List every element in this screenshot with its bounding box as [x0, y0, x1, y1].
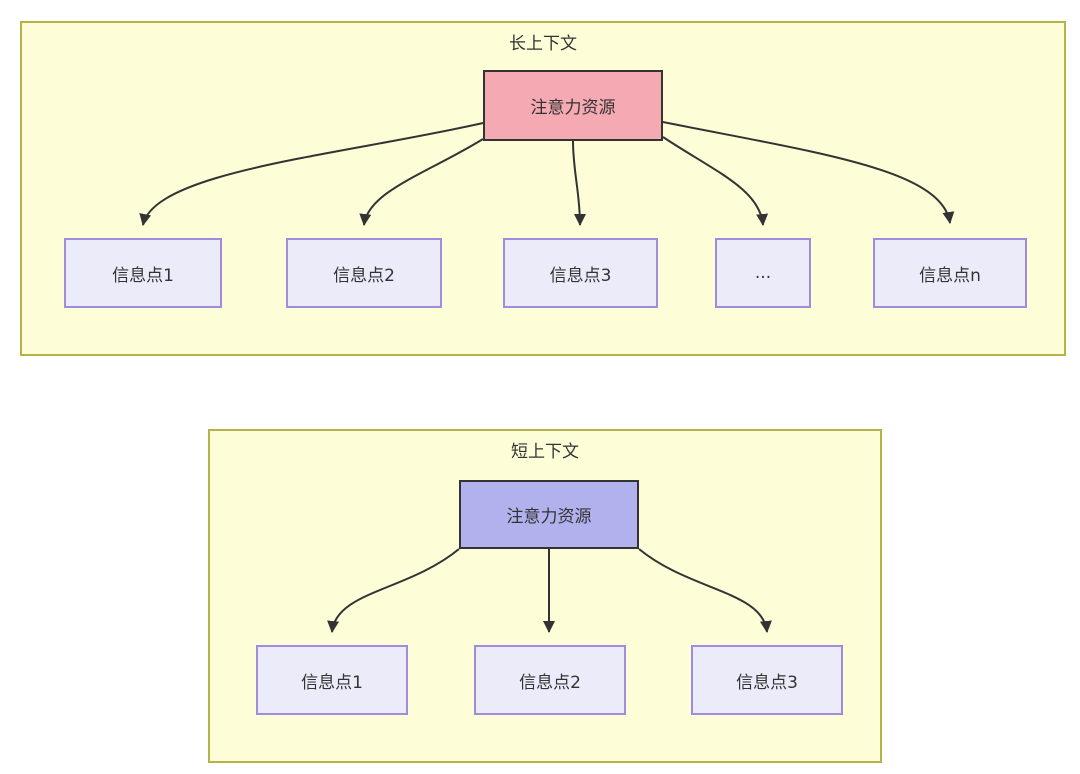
long-info-box-2: 信息点2	[286, 238, 442, 308]
long-info-label-2: 信息点2	[333, 265, 395, 286]
short-attention-label: 注意力资源	[506, 507, 592, 527]
long-info-label-5: 信息点n	[919, 265, 981, 286]
long-info-label-4: ...	[754, 263, 772, 283]
short-info-box-2: 信息点2	[474, 645, 626, 715]
long-info-label-1: 信息点1	[112, 265, 174, 286]
long-context-container: 长上下文 注意力资源 信息点1 信息点2 信息点3 ...	[20, 21, 1066, 356]
long-context-title: 长上下文	[509, 34, 577, 54]
arrow-short-to-info-1	[327, 548, 460, 633]
short-context-container: 短上下文 注意力资源 信息点1 信息点2 信息点3	[208, 429, 882, 763]
long-attention-label: 注意力资源	[530, 98, 616, 118]
arrow-long-to-info-1	[139, 122, 484, 226]
long-info-label-3: 信息点3	[549, 265, 612, 286]
arrow-short-to-info-3	[638, 548, 772, 633]
long-info-box-4: ...	[715, 238, 811, 308]
short-info-label-1: 信息点1	[301, 672, 363, 693]
long-info-box-5: 信息点n	[873, 238, 1027, 308]
short-info-label-3: 信息点3	[736, 672, 798, 693]
long-context-arrows	[139, 121, 955, 226]
short-info-box-3: 信息点3	[691, 645, 843, 715]
short-info-label-2: 信息点2	[519, 672, 581, 693]
arrow-long-to-info-5	[662, 121, 955, 224]
short-context-arrows	[327, 548, 772, 633]
arrow-long-to-info-2	[359, 138, 484, 226]
short-attention-box: 注意力资源	[459, 480, 639, 549]
arrow-long-to-info-3	[572, 140, 586, 226]
short-info-box-1: 信息点1	[256, 645, 408, 715]
long-info-box-3: 信息点3	[503, 238, 658, 308]
long-attention-box: 注意力资源	[483, 70, 663, 141]
arrow-long-to-info-4	[662, 136, 769, 226]
short-context-title: 短上下文	[511, 442, 579, 462]
long-info-box-1: 信息点1	[64, 238, 222, 308]
